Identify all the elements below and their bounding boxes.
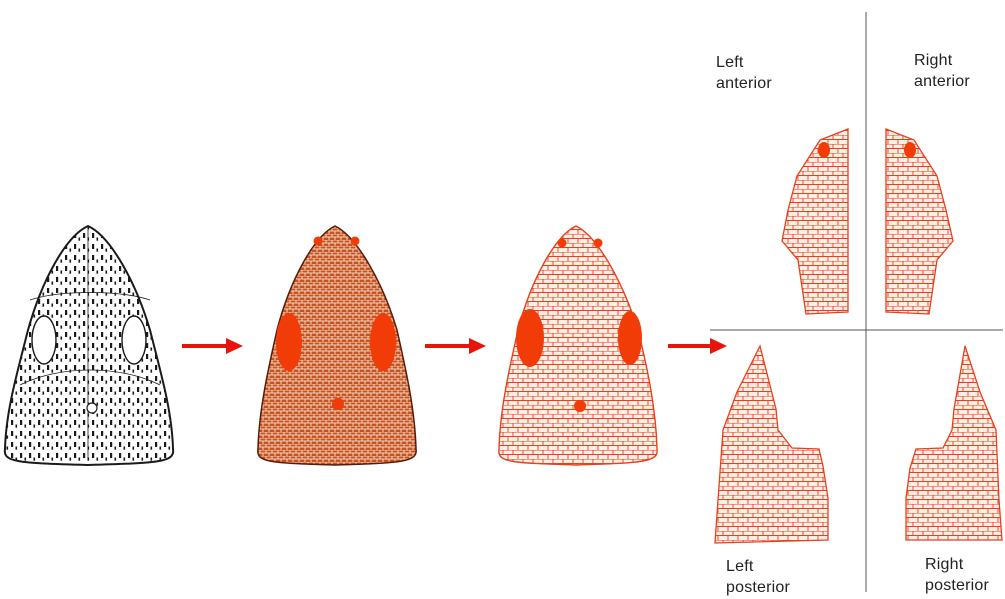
pineal-foramen — [574, 400, 586, 412]
left-posterior-label: Left posterior — [726, 556, 790, 598]
right-orbit — [122, 316, 146, 364]
left-anterior-label-line2: anterior — [716, 73, 772, 94]
right-anterior-label-line2: anterior — [914, 71, 970, 92]
skull-original-drawing — [5, 226, 173, 465]
right-naris — [904, 142, 916, 158]
left-orbit — [516, 309, 544, 367]
right-posterior-label-line2: posterior — [925, 575, 989, 596]
left-naris — [818, 142, 830, 158]
left-naris — [314, 237, 323, 246]
right-posterior-label-line1: Right — [925, 554, 989, 575]
right-posterior-label: Right posterior — [925, 554, 989, 596]
right-arrow-icon — [425, 338, 486, 354]
left-posterior-piece — [715, 346, 828, 543]
pineal-foramen — [87, 403, 97, 413]
left-anterior-label-line1: Left — [716, 52, 772, 73]
left-anterior-piece — [782, 129, 848, 314]
left-orbit — [276, 313, 302, 371]
right-arrow-icon — [668, 338, 727, 354]
right-anterior-piece — [886, 129, 953, 314]
right-naris — [594, 239, 603, 248]
skull-mesh-extracted — [499, 226, 657, 465]
right-anterior-label: Right anterior — [914, 50, 970, 92]
right-posterior-piece — [906, 346, 1002, 540]
left-naris — [558, 239, 567, 248]
left-anterior-label: Left anterior — [716, 52, 772, 94]
skull-traced-overlay — [258, 226, 416, 465]
right-arrow-icon — [182, 338, 243, 354]
left-posterior-label-line2: posterior — [726, 577, 790, 598]
right-naris — [351, 237, 360, 246]
right-orbit — [370, 313, 396, 371]
right-orbit — [618, 311, 642, 365]
left-posterior-label-line1: Left — [726, 556, 790, 577]
left-orbit — [32, 316, 56, 364]
right-anterior-label-line1: Right — [914, 50, 970, 71]
pineal-foramen — [332, 398, 344, 410]
